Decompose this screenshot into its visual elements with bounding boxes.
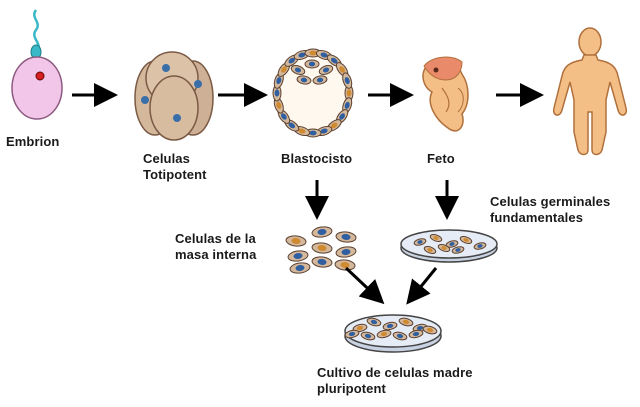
cell-icon <box>352 323 368 333</box>
cell-icon <box>344 329 360 339</box>
cell-icon <box>413 238 427 246</box>
fetus-icon <box>422 56 469 132</box>
cell-icon <box>429 234 443 242</box>
cell-icon <box>459 236 473 244</box>
cell-icon <box>342 72 353 89</box>
label-fetus: Feto <box>427 151 455 166</box>
cell-icon <box>289 262 311 274</box>
cell-icon <box>398 317 414 327</box>
cell-icon <box>422 325 438 335</box>
culture-dish-icon <box>344 314 442 353</box>
cell-icon <box>360 331 376 341</box>
cell-icon <box>382 321 398 331</box>
cell-icon <box>312 75 328 85</box>
totipotent-cells-icon <box>134 51 214 141</box>
label-embryo: Embrion <box>6 134 60 149</box>
arrows <box>72 83 544 305</box>
label-totipotent: Celulas Totipotent <box>143 151 207 182</box>
cell-icon <box>423 246 437 254</box>
cell-icon <box>311 256 333 268</box>
cell-icon <box>304 59 320 69</box>
cell-icon <box>392 331 408 341</box>
label-inner-mass: Celulas de la masa interna <box>175 231 257 262</box>
cell-icon <box>287 250 309 262</box>
germ-cells-dish-icon <box>400 229 498 263</box>
cell-icon <box>285 235 307 247</box>
cell-icon <box>335 231 357 243</box>
cell-icon <box>311 242 333 254</box>
label-germ-cells: Celulas germinales fundamentales <box>490 194 611 225</box>
label-blastocyst: Blastocisto <box>281 151 353 166</box>
cell-icon <box>408 329 424 339</box>
cell-icon <box>334 259 356 271</box>
cell-icon <box>473 242 487 250</box>
arrow-mass-to-culture <box>344 266 385 305</box>
cell-icon <box>366 317 382 327</box>
blastocyst-icon <box>272 48 354 138</box>
human-figure-icon <box>552 27 628 156</box>
cell-icon <box>335 246 357 258</box>
inner-cell-mass-icon <box>285 226 357 274</box>
cell-icon <box>311 226 333 238</box>
cell-icon <box>376 329 392 339</box>
embryo-cell-icon <box>11 9 63 120</box>
cell-icon <box>451 246 465 254</box>
arrow-germ-to-culture <box>406 267 438 305</box>
cell-icon <box>318 65 334 75</box>
label-culture: Cultivo de celulas madre pluripotent <box>317 365 473 396</box>
cell-icon <box>296 75 312 85</box>
cell-icon <box>437 244 451 252</box>
cell-icon <box>290 65 306 75</box>
